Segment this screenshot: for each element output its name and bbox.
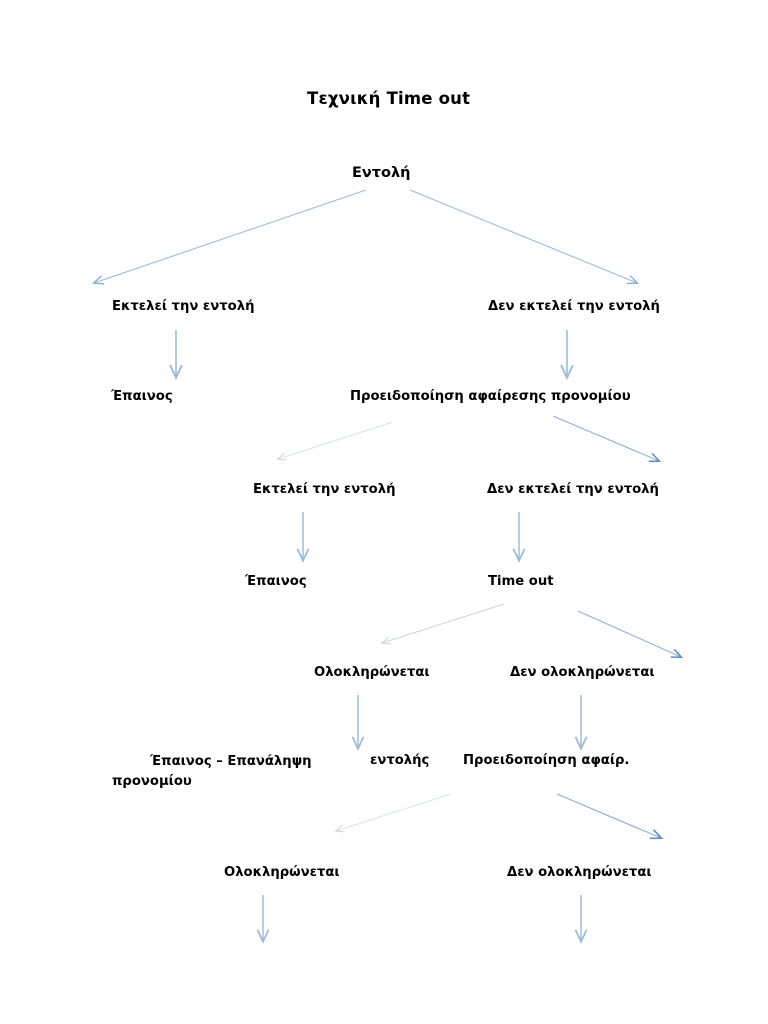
node-l6-privilege-removal-warning-short: Προειδοποίηση αφαίρ.: [463, 753, 630, 768]
edge-root-to-l1-right: [409, 189, 639, 285]
node-l6-line2: προνομίου: [112, 774, 192, 790]
node-l4-time-out: Time out: [488, 574, 554, 589]
node-l1-executes-command: Εκτελεί την εντολή: [112, 299, 255, 314]
edge-l6-to-l7-left: [334, 793, 452, 833]
node-l2-praise: Έπαινος: [111, 389, 173, 404]
node-l6-praise-repeat-privilege: Έπαινος – Επανάληψη προνομίου: [112, 752, 332, 793]
node-l7-does-not-complete: Δεν ολοκληρώνεται: [507, 865, 652, 880]
node-l3-does-not-execute-command: Δεν εκτελεί την εντολή: [487, 482, 659, 497]
node-root-entoli: Εντολή: [352, 165, 411, 181]
page-title: Τεχνική Time out: [307, 89, 471, 108]
node-l5-does-not-complete: Δεν ολοκληρώνεται: [510, 665, 655, 680]
edge-l2-right-to-l3-left: [276, 421, 394, 461]
node-l7-completes: Ολοκληρώνεται: [224, 865, 340, 880]
edge-l4-right-to-l5-left: [380, 603, 505, 645]
node-l3-executes-command: Εκτελεί την εντολή: [253, 482, 396, 497]
edge-root-to-l1-left: [92, 189, 367, 285]
edge-l6-to-l7-right: [556, 793, 661, 838]
node-l6-line1: Έπαινος – Επανάληψη: [150, 754, 312, 769]
node-l6-entolis: εντολής: [370, 753, 430, 768]
node-l4-praise: Έπαινος: [245, 574, 307, 589]
edge-l4-right-to-l5-right: [577, 610, 681, 657]
node-l1-does-not-execute-command: Δεν εκτελεί την εντολή: [488, 299, 660, 314]
edge-l2-right-to-l3-right: [552, 415, 659, 461]
node-l5-completes: Ολοκληρώνεται: [314, 665, 430, 680]
node-l2-privilege-removal-warning: Προειδοποίηση αφαίρεσης προνομίου: [350, 389, 631, 404]
